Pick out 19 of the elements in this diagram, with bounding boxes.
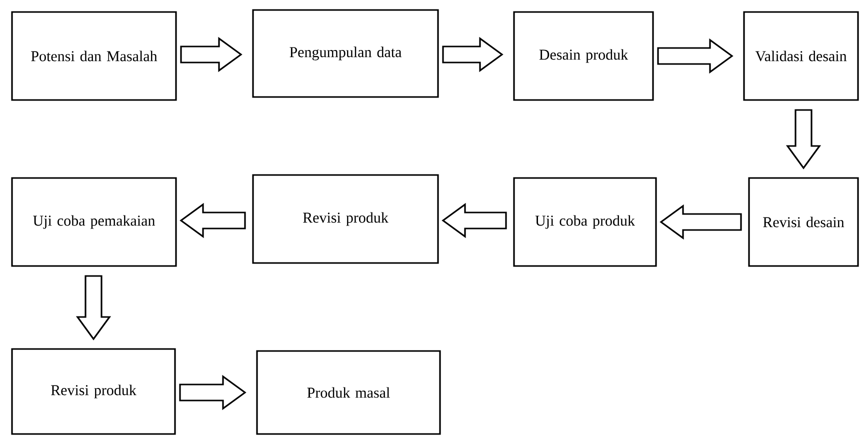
block-arrow	[442, 202, 507, 238]
block-arrow	[657, 38, 734, 74]
process-box: Desain produk	[513, 11, 654, 101]
block-arrow	[180, 202, 246, 238]
process-box: Uji coba pemakaian	[11, 177, 177, 267]
block-arrow	[180, 36, 242, 72]
process-box: Uji coba produk	[513, 177, 657, 267]
process-box: Revisi produk	[252, 174, 439, 264]
block-arrow	[179, 374, 246, 410]
block-arrow	[660, 204, 742, 240]
process-box: Potensi dan Masalah	[11, 11, 177, 101]
process-box: Produk masal	[256, 350, 441, 435]
process-box: Pengumpulan data	[252, 9, 439, 98]
process-box: Revisi produk	[11, 348, 176, 435]
process-box: Validasi desain	[743, 11, 859, 101]
process-box: Revisi desain	[748, 177, 859, 267]
block-arrow	[786, 109, 822, 170]
block-arrow	[442, 36, 504, 72]
block-arrow	[76, 275, 112, 340]
